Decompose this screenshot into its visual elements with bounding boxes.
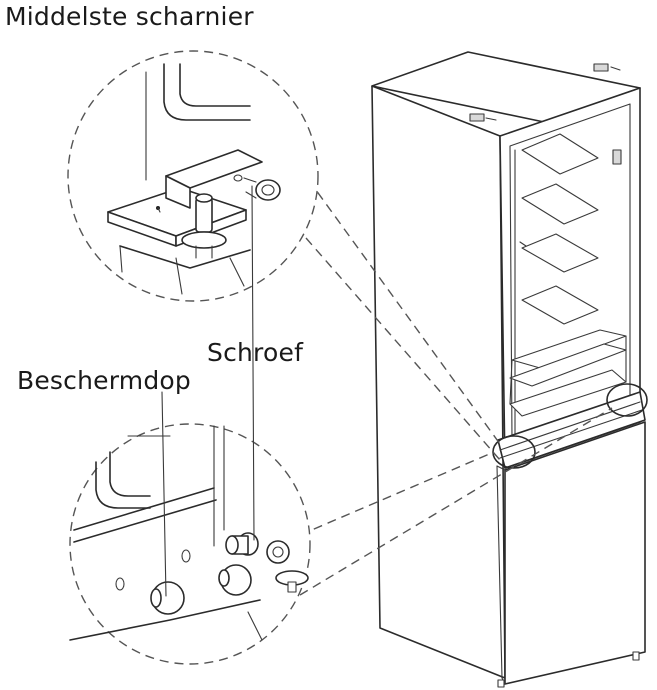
shelves	[519, 133, 599, 325]
protective-cap-right	[275, 570, 309, 593]
protective-cap-front	[150, 581, 185, 615]
hinge-detail-drawing	[107, 63, 281, 295]
crisper-drawers	[509, 329, 627, 417]
screw-bottom	[225, 532, 290, 564]
refrigerator	[371, 51, 648, 688]
top-hinge	[469, 63, 621, 122]
pointer-lines	[157, 185, 255, 597]
fridge-foot-left	[497, 679, 505, 688]
label-middle-hinge: Middelste scharnier	[5, 2, 254, 31]
fridge-left-side	[371, 85, 506, 679]
detail-circle-cap	[69, 423, 311, 665]
hinge-marker-right	[606, 383, 648, 417]
fridge-control-knob	[612, 149, 622, 165]
fridge-foot-right	[632, 651, 640, 661]
label-protective-cap: Beschermdop	[17, 366, 191, 395]
protective-cap-middle	[218, 564, 252, 596]
detail-circle-hinge	[67, 50, 319, 302]
leader-lines	[299, 167, 613, 596]
freezer-door	[504, 421, 646, 685]
screw-top	[233, 174, 281, 201]
cap-detail-drawing	[69, 425, 309, 641]
label-screw: Schroef	[207, 338, 304, 367]
